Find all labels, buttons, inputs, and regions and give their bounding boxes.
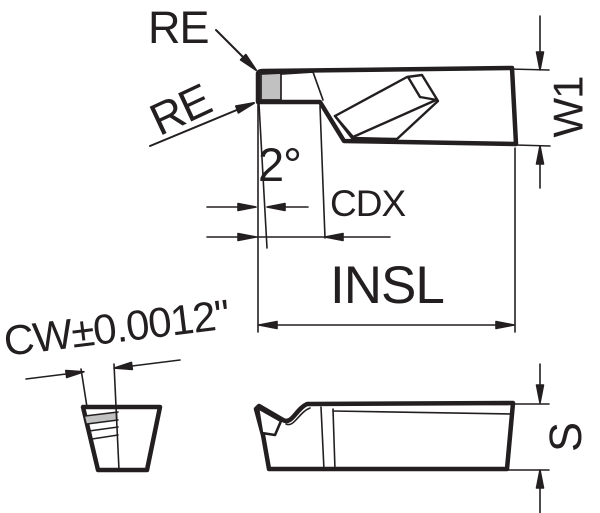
insl-dimension bbox=[258, 320, 515, 330]
re-top-arrowhead bbox=[239, 53, 257, 71]
label-s: S bbox=[540, 422, 592, 453]
w1-bottom-extension-line bbox=[515, 144, 551, 147]
cdx-extension-line bbox=[319, 105, 326, 239]
top-view bbox=[149, 15, 551, 333]
tip-facet-lines bbox=[280, 71, 324, 101]
angle-dimension bbox=[206, 202, 309, 212]
side-view-detail-lines bbox=[285, 403, 550, 471]
cdx-dimension bbox=[206, 232, 391, 242]
label-insl: INSL bbox=[330, 256, 445, 315]
front-view bbox=[25, 359, 181, 473]
taper-2deg-line bbox=[258, 103, 268, 249]
cw-left-extension-line bbox=[80, 368, 88, 408]
cw-dimension bbox=[25, 359, 181, 380]
insert-side-outline bbox=[253, 400, 516, 472]
label-cdx: CDX bbox=[330, 183, 406, 224]
label-angle-2deg: 2° bbox=[258, 138, 302, 191]
seat-line-left bbox=[320, 406, 325, 471]
re-corner-arrowhead bbox=[235, 102, 255, 114]
top-view-extension-lines bbox=[257, 68, 551, 333]
label-w1: W1 bbox=[544, 76, 592, 138]
w1-top-extension-line bbox=[508, 68, 550, 71]
s-dimension bbox=[535, 363, 545, 513]
cw-extension-lines bbox=[80, 363, 120, 471]
w1-dimension bbox=[535, 15, 545, 189]
cutting-tip-top bbox=[260, 72, 282, 101]
chip-former bbox=[333, 73, 440, 141]
re-leaders bbox=[149, 29, 257, 147]
cw-center-extension-line bbox=[113, 363, 120, 471]
front-view-chords bbox=[84, 411, 119, 440]
top-face-line bbox=[332, 410, 512, 415]
re-corner-leader bbox=[149, 106, 245, 147]
seat-line-right bbox=[332, 408, 336, 471]
groove-inner-curve bbox=[285, 407, 311, 426]
side-view bbox=[253, 363, 550, 513]
label-re-top: RE bbox=[148, 2, 210, 53]
cutting-tip-side bbox=[256, 406, 283, 437]
